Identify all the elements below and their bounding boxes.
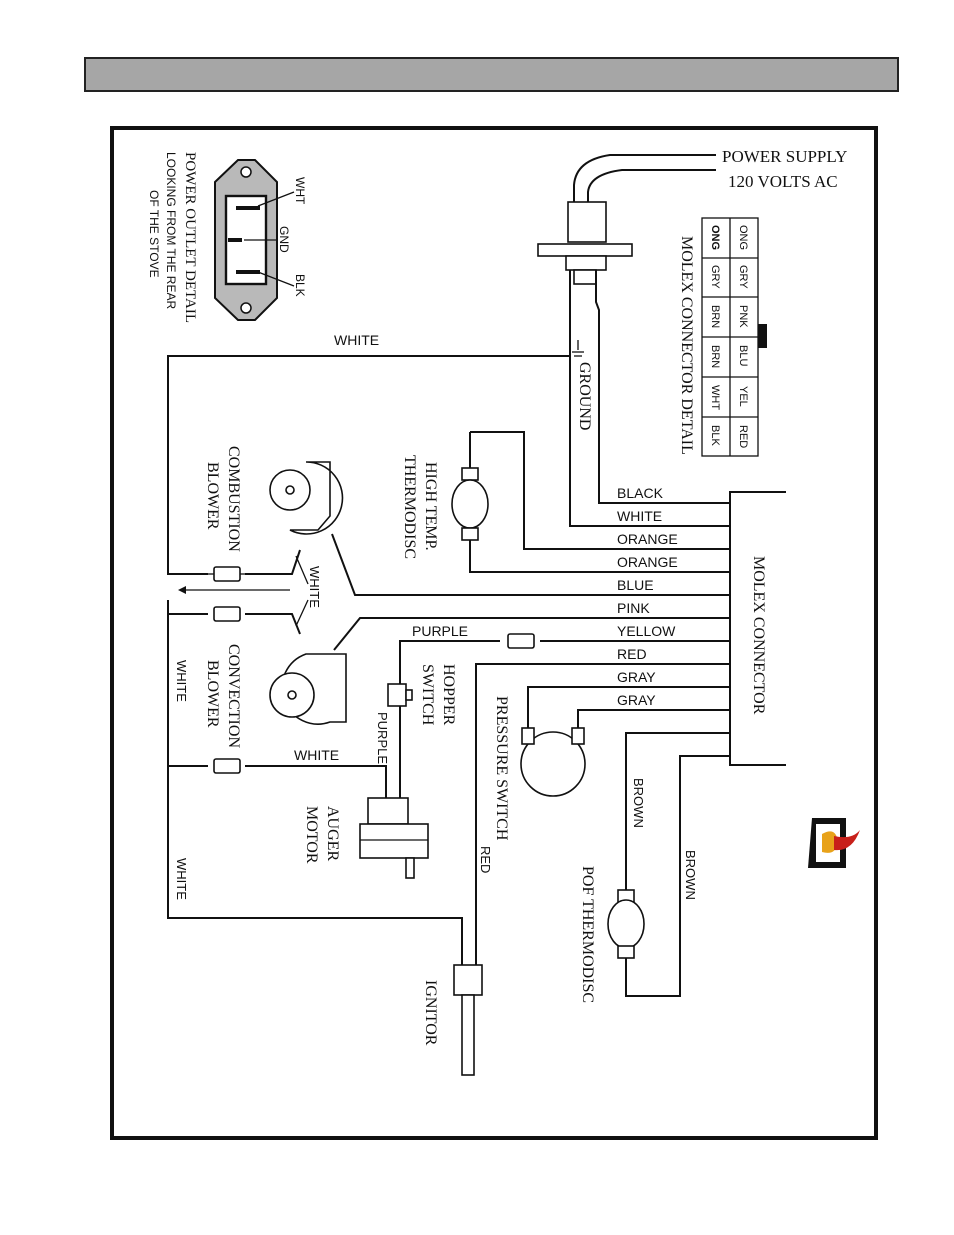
label-purple-h: PURPLE	[412, 623, 468, 639]
molex-cell-top-5: YEL	[737, 386, 749, 407]
molex-cell-bottom-2: GRY	[709, 265, 721, 289]
auger-label-2: MOTOR	[303, 806, 320, 864]
high-temp-thermodisc	[451, 467, 489, 541]
molex-detail-table: ONG GRY PNK BLU YEL RED ONG GRY BRN BRN …	[701, 217, 767, 457]
label-red-v: RED	[478, 846, 493, 873]
auger-label-1: AUGER	[324, 806, 341, 861]
molex-cell-top-1: ONG	[737, 225, 749, 250]
molex-cell-bottom-3: BRN	[709, 305, 721, 328]
molex-cell-top-6: RED	[737, 425, 749, 448]
diagram-frame	[110, 126, 878, 1140]
wire-label-white: WHITE	[617, 508, 662, 524]
ignitor-label: IGNITOR	[422, 980, 439, 1046]
power-supply-line2: 120 VOLTS AC	[728, 172, 838, 191]
ignitor	[453, 964, 483, 1076]
pof-thermodisc	[607, 889, 645, 959]
convection-label-1: CONVECTION	[225, 644, 242, 748]
inline-connector-2	[213, 606, 241, 622]
combustion-label-2: BLOWER	[204, 462, 221, 530]
label-white-top: WHITE	[334, 332, 379, 348]
power-supply-line1: POWER SUPPLY	[722, 147, 847, 166]
pressure-label: PRESSURE SWITCH	[493, 696, 510, 841]
power-cord	[537, 154, 716, 285]
label-purple-v: PURPLE	[375, 712, 390, 764]
wire-paths	[167, 270, 730, 997]
inline-connector-4	[507, 633, 535, 649]
combustion-label-1: COMBUSTION	[225, 446, 242, 552]
molex-cell-top-4: BLU	[737, 345, 749, 366]
label-white-bottom: WHITE	[174, 858, 189, 900]
hopper-label-1: HOPPER	[440, 664, 457, 726]
wire-label-pink: PINK	[617, 600, 650, 616]
molex-cell-top-3: PNK	[737, 305, 749, 328]
molex-cell-bottom-5: WHT	[709, 385, 721, 410]
outlet-wht-label: WHT	[293, 177, 307, 205]
outlet-caption-2: LOOKING FROM THE REAR	[164, 152, 178, 309]
wire-label-yellow: YELLOW	[617, 623, 676, 639]
convection-label-2: BLOWER	[204, 660, 221, 728]
label-white-conv: WHITE	[294, 747, 339, 763]
ground-symbol	[572, 340, 584, 357]
wire-label-blue: BLUE	[617, 577, 654, 593]
label-brown-2: BROWN	[683, 850, 698, 900]
ground-label: GROUND	[576, 362, 593, 430]
brand-logo	[808, 818, 860, 868]
wire-label-gray-1: GRAY	[617, 669, 656, 685]
wire-label-orange-2: ORANGE	[617, 554, 678, 570]
inline-connector-1	[208, 566, 246, 582]
outlet-caption-3: OF THE STOVE	[147, 190, 161, 278]
hopper-label-2: SWITCH	[419, 664, 436, 726]
molex-cell-bottom-6: BLK	[709, 425, 721, 446]
inline-connector-3	[213, 758, 241, 774]
outlet-blk-label: BLK	[293, 274, 307, 297]
power-outlet	[214, 159, 295, 321]
wire-label-black: BLACK	[617, 485, 664, 501]
outlet-caption-1: POWER OUTLET DETAIL	[182, 152, 198, 323]
high-temp-label-1: HIGH TEMP.	[422, 462, 439, 551]
convection-blower	[269, 653, 347, 725]
molex-connector-label: MOLEX CONNECTOR	[750, 556, 767, 715]
pressure-switch	[520, 727, 586, 797]
outlet-gnd-label: GND	[277, 226, 291, 253]
molex-connector	[729, 491, 786, 766]
molex-detail-title: MOLEX CONNECTOR DETAIL	[678, 236, 695, 455]
hopper-switch	[387, 683, 413, 707]
pof-label: POF THERMODISC	[579, 866, 596, 1003]
header-bar	[84, 57, 899, 92]
high-temp-label-2: THERMODISC	[401, 455, 418, 559]
molex-cell-bottom-1: ONG	[709, 225, 721, 250]
label-brown-1: BROWN	[631, 778, 646, 828]
combustion-blower	[269, 461, 344, 535]
auger-motor	[359, 797, 429, 879]
label-white-mid: WHITE	[307, 566, 322, 608]
molex-cell-bottom-4: BRN	[709, 345, 721, 368]
wire-label-gray-2: GRAY	[617, 692, 656, 708]
molex-cell-top-2: GRY	[737, 265, 749, 289]
label-white-left: WHITE	[174, 660, 189, 702]
wire-label-red: RED	[617, 646, 647, 662]
wire-label-orange-1: ORANGE	[617, 531, 678, 547]
